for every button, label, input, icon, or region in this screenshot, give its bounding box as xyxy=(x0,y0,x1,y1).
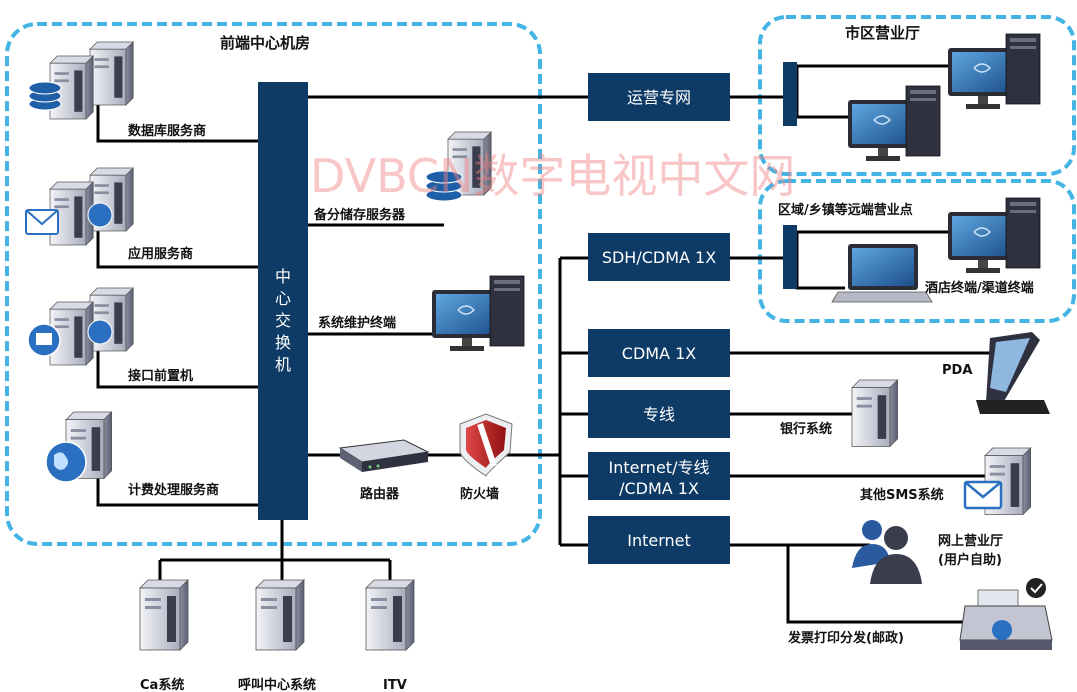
database-server-label: 数据库服务商 xyxy=(128,123,206,139)
frontend-room-title: 前端中心机房 xyxy=(220,34,310,52)
invoice-label: 发票打印分发(邮政) xyxy=(787,630,904,646)
bank-label: 银行系统 xyxy=(780,421,832,437)
link-box-sdh: SDH/CDMA 1X xyxy=(588,233,730,281)
application-server-icon xyxy=(25,167,134,246)
firewall-label: 防火墙 xyxy=(460,486,499,502)
svg-text:专线: 专线 xyxy=(643,405,675,424)
online-hall-sublabel: (用户自助) xyxy=(938,552,1002,568)
router-label: 路由器 xyxy=(360,486,400,502)
printer-icon xyxy=(959,578,1053,650)
svg-text:运营专网: 运营专网 xyxy=(627,88,691,107)
svg-text:/CDMA 1X: /CDMA 1X xyxy=(619,479,699,498)
frontend-room-border xyxy=(5,22,542,546)
backup-server-icon xyxy=(425,131,492,202)
laptop-icon xyxy=(831,244,933,303)
city-hall-pc-icon xyxy=(947,33,1041,110)
maintenance-terminal-label: 系统维护终端 xyxy=(318,315,396,331)
database-server-icon xyxy=(28,41,134,120)
bank-server-icon xyxy=(851,379,899,447)
remote-points-title: 区域/乡镇等远端营业点 xyxy=(778,202,913,218)
pda-label: PDA xyxy=(942,363,972,378)
itv-server-icon xyxy=(365,579,415,651)
city-hall-pc-icon xyxy=(847,85,941,162)
sms-label: 其他SMS系统 xyxy=(860,487,944,503)
hotel-terminal-label: 酒店终端/渠道终端 xyxy=(925,280,1034,296)
call-center-server-icon xyxy=(255,579,305,651)
svg-text:SDH/CDMA 1X: SDH/CDMA 1X xyxy=(602,248,716,267)
users-icon xyxy=(852,520,922,584)
application-server-label: 应用服务商 xyxy=(128,246,193,262)
central-switch xyxy=(258,82,308,520)
online-hall-label: 网上营业厅 xyxy=(938,533,1003,549)
billing-server-label: 计费处理服务商 xyxy=(128,482,219,498)
sms-server-icon xyxy=(963,447,1032,515)
ca-system-label: Ca系统 xyxy=(140,677,184,692)
router-icon xyxy=(338,439,430,472)
watermark-text: DVBCN数字电视中文网 xyxy=(310,149,795,203)
svg-text:Internet/专线: Internet/专线 xyxy=(609,458,710,477)
svg-text:Internet: Internet xyxy=(627,531,691,550)
firewall-icon xyxy=(459,413,513,477)
svg-text:CDMA 1X: CDMA 1X xyxy=(622,344,697,363)
city-hall-bar xyxy=(783,62,797,126)
maintenance-terminal-icon xyxy=(431,275,525,352)
link-box-leased: 专线 xyxy=(588,390,730,438)
link-box-operations: 运营专网 xyxy=(588,73,730,121)
ca-system-server-icon xyxy=(139,579,189,651)
remote-points-border xyxy=(758,179,1076,323)
remote-bar xyxy=(783,225,797,289)
city-hall-title: 市区营业厅 xyxy=(845,24,920,42)
backup-server-label: 备分储存服务器 xyxy=(313,207,406,223)
interface-server-icon xyxy=(27,287,134,366)
link-box-internet: Internet xyxy=(588,516,730,564)
call-center-label: 呼叫中心系统 xyxy=(238,677,316,692)
link-box-cdma: CDMA 1X xyxy=(588,329,730,377)
remote-pc-icon xyxy=(947,197,1041,274)
pda-icon xyxy=(976,332,1050,414)
link-box-internet-leased: Internet/专线 /CDMA 1X xyxy=(588,452,730,500)
central-switch-label: 中心交换机 xyxy=(275,267,291,374)
billing-server-icon xyxy=(45,411,113,483)
itv-label: ITV xyxy=(383,678,407,692)
interface-server-label: 接口前置机 xyxy=(128,368,193,384)
